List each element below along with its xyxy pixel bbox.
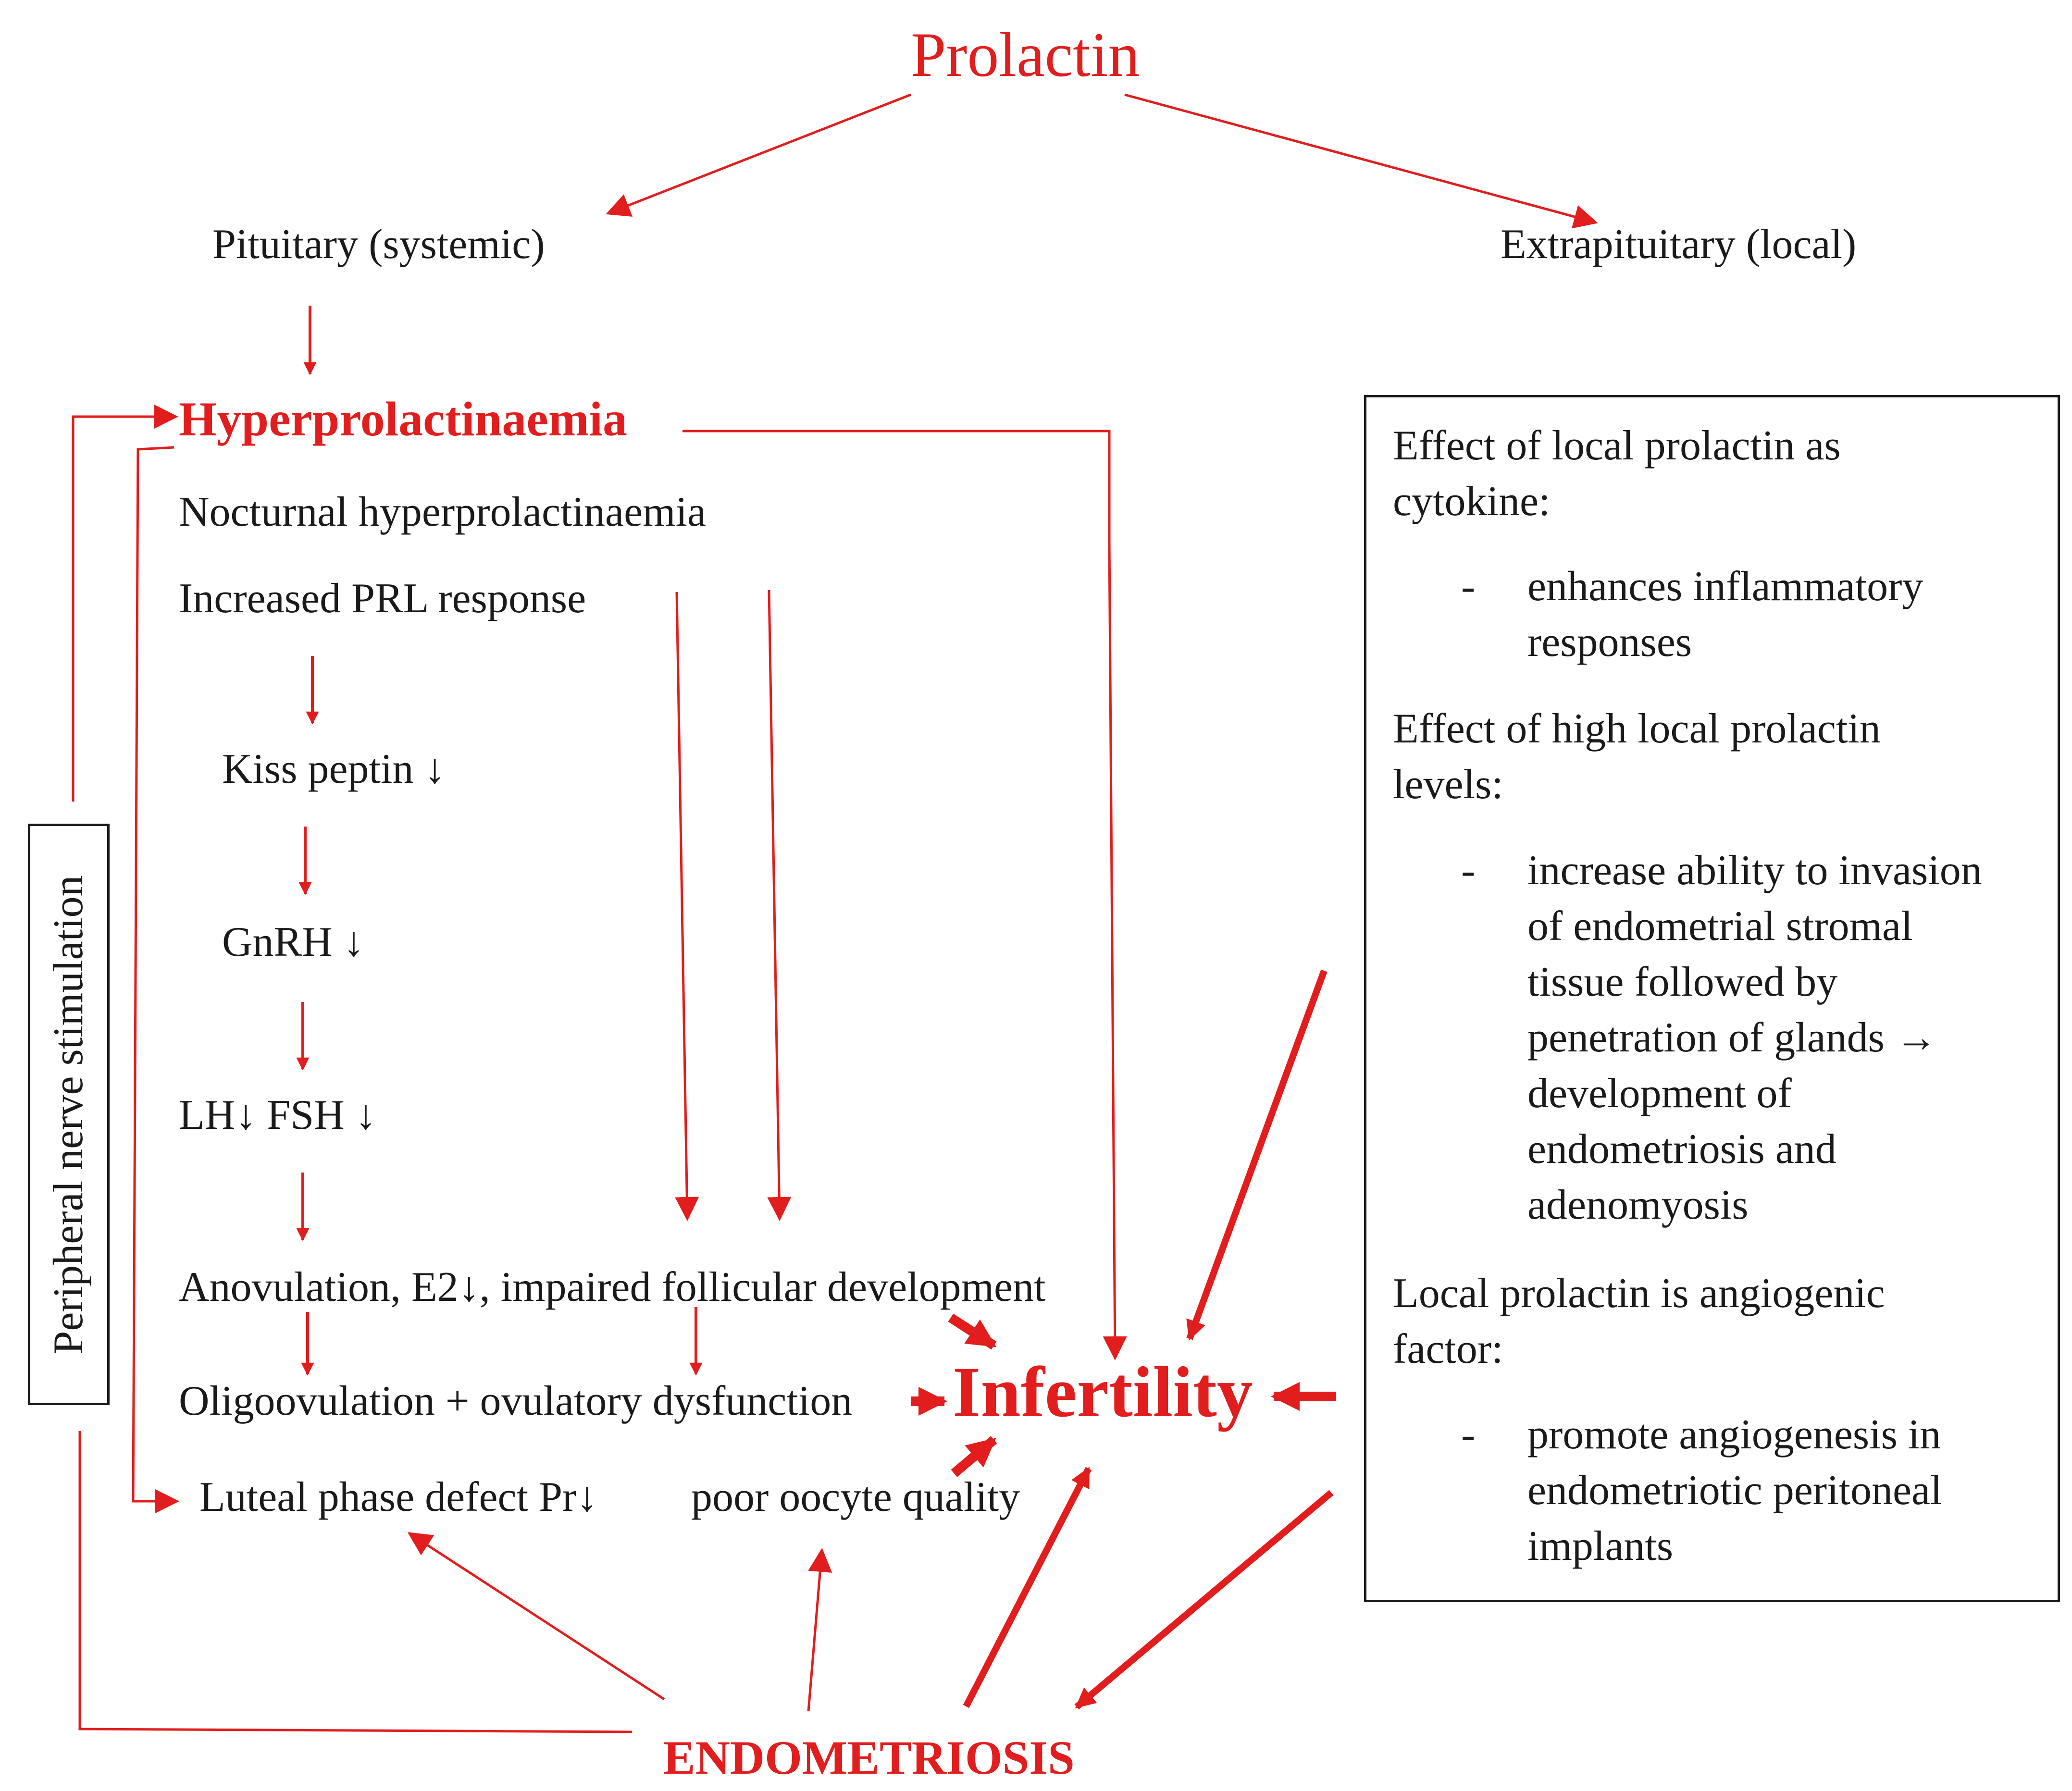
arrow-box-to-endometriosis: [1074, 1490, 1334, 1710]
arrow-endometriosis-to-poor: [807, 1548, 832, 1712]
box-bullet-dash-2: -: [1461, 847, 1476, 894]
arrow-poor-to-infertility: [951, 1436, 997, 1477]
anovulation-label: Anovulation, E2↓, impaired follicular de…: [179, 1264, 1046, 1310]
box-heading-cytokine-line2: cytokine:: [1393, 478, 1551, 525]
box-bullet-2-line1: increase ability to invasion: [1527, 847, 1982, 894]
arrow-prl-to-anovulation-2: [767, 590, 792, 1221]
box-heading-cytokine-line1: Effect of local prolactin as: [1393, 422, 1841, 469]
arrow-anovulation-to-infertility: [948, 1313, 997, 1350]
diagram-title: Prolactin: [911, 19, 1140, 90]
branch-pituitary: Pituitary (systemic): [212, 221, 545, 268]
poor-oocyte-label: poor oocyte quality: [691, 1474, 1020, 1520]
arrow-prolactin-to-extrapituitary: [1124, 93, 1598, 229]
box-heading-angiogenic-line2: factor:: [1393, 1326, 1503, 1372]
nocturnal-label: Nocturnal hyperprolactinaemia: [179, 489, 707, 535]
gnrh-label: GnRH ↓: [222, 919, 364, 965]
local-prolactin-box: [1364, 395, 2060, 1602]
arrow-hyper-to-infertility: [682, 430, 1127, 1360]
peripheral-nerve-box: [28, 824, 110, 1405]
arrow-endometriosis-to-luteal: [407, 1532, 665, 1701]
box-bullet-dash-3: -: [1461, 1411, 1476, 1458]
box-bullet-2-line5: development of: [1527, 1070, 1792, 1117]
box-bullet-2-line2: of endometrial stromal: [1527, 903, 1913, 950]
arrow-extrapituitary-to-infertility: [1186, 969, 1328, 1341]
box-bullet-3-line1: promote angiogenesis in: [1527, 1411, 1941, 1458]
branch-extrapituitary: Extrapituitary (local): [1501, 221, 1857, 268]
connector-endo-to-peripheral: [78, 1431, 633, 1733]
box-bullet-1-line1: enhances inflammatory: [1527, 563, 1923, 610]
arrow-prl-to-anovulation-1: [675, 592, 699, 1221]
box-bullet-2-line3: tissue followed by: [1527, 959, 1838, 1005]
box-bullet-1-line2: responses: [1527, 619, 1692, 666]
arrow-endometriosis-to-infertility: [963, 1467, 1092, 1708]
endometriosis-label: ENDOMETRIOSIS: [663, 1731, 1075, 1784]
infertility-label: Infertility: [953, 1352, 1253, 1432]
arrow-peripheral-to-hyper: [72, 405, 178, 802]
oligoovulation-label: Oligoovulation + ovulatory dysfunction: [179, 1378, 853, 1424]
box-bullet-2-line7: adenomyosis: [1527, 1182, 1749, 1228]
arrow-prolactin-to-pituitary: [606, 93, 911, 217]
box-bullet-dash-1: -: [1461, 563, 1476, 610]
hyperprolactinaemia-label: Hyperprolactinaemia: [179, 392, 627, 446]
box-bullet-2-line6: endometriosis and: [1527, 1126, 1836, 1173]
box-heading-angiogenic-line1: Local prolactin is angiogenic: [1393, 1270, 1885, 1317]
peripheral-nerve-label: Peripheral nerve stimulation: [45, 875, 92, 1355]
box-heading-high-local-line1: Effect of high local prolactin: [1393, 705, 1881, 752]
arrow-hyper-to-luteal: [132, 446, 179, 1513]
box-bullet-3-line3: implants: [1527, 1523, 1674, 1569]
box-heading-high-local-line2: levels:: [1393, 761, 1503, 808]
box-bullet-3-line2: endometriotic peritoneal: [1527, 1467, 1942, 1514]
box-bullet-2-line4: penetration of glands →: [1527, 1014, 1937, 1061]
increased-prl-label: Increased PRL response: [179, 575, 586, 622]
lh-fsh-label: LH↓ FSH ↓: [179, 1092, 376, 1138]
luteal-phase-label: Luteal phase defect Pr↓: [199, 1474, 598, 1520]
kiss-peptin-label: Kiss peptin ↓: [222, 746, 446, 792]
